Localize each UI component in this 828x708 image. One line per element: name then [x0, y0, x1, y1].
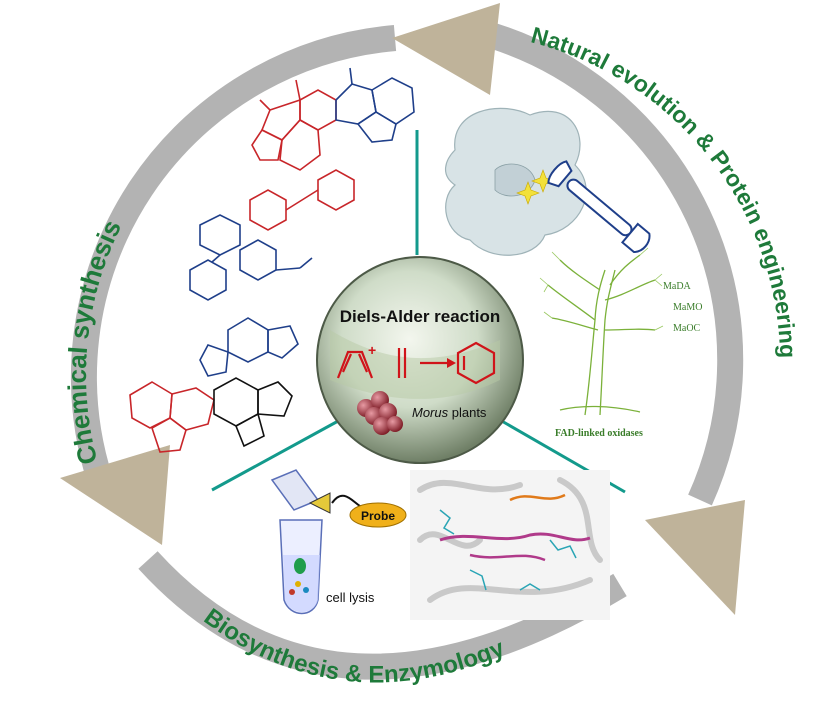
molecule-bottom	[129, 317, 299, 453]
probe-arrow-icon	[308, 492, 331, 514]
reaction-scheme	[336, 341, 496, 385]
enzyme-structure	[410, 470, 610, 620]
ring-arc-left	[70, 25, 397, 484]
tree-label-mamo: MaMO	[673, 302, 702, 313]
arrowhead-left-icon	[60, 445, 170, 545]
protein-surface	[445, 107, 587, 256]
probe-label: Probe	[361, 509, 395, 523]
sparkle-icon	[516, 169, 555, 205]
molecule-middle	[189, 169, 355, 301]
ring-arc-right	[476, 19, 744, 506]
berry-icon	[357, 391, 403, 435]
probe-assay: Probe cell lysis	[270, 469, 407, 615]
arrowhead-top-icon	[392, 3, 500, 95]
tree-illustration	[539, 247, 664, 416]
arrowhead-right-icon	[645, 500, 745, 615]
plus-sign: +	[368, 342, 376, 358]
ring-arc-bottom	[138, 551, 627, 680]
molecule-top	[251, 67, 415, 171]
tree-label-maoc: MaOC	[673, 323, 701, 334]
cycle-ring	[70, 19, 744, 680]
tube-icon	[270, 469, 323, 615]
center-title: Diels-Alder reaction	[340, 307, 501, 326]
center-caption: Morus plants	[412, 405, 487, 420]
tree-label-mada: MaDA	[663, 281, 692, 292]
center-circle: + Diels-Alder reaction Morus plants	[316, 256, 524, 464]
cell-lysis-label: cell lysis	[326, 590, 375, 605]
divider-left	[211, 418, 341, 492]
tree-caption: FAD-linked oxidases	[555, 428, 643, 439]
wrench-icon	[547, 160, 651, 253]
cycle-arrows	[60, 3, 745, 615]
